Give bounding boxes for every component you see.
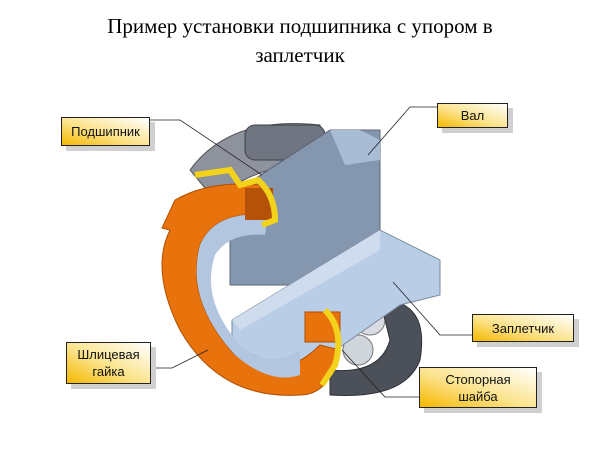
label-lock-washer: Стопорная шайба [419, 367, 537, 408]
nut-inner-bore [196, 214, 300, 378]
label-shoulder-text: Заплетчик [491, 320, 555, 336]
label-shaft: Вал [437, 103, 508, 128]
leader-nut [151, 349, 209, 369]
shaft-top-face [330, 130, 380, 165]
label-nut-line-1: Шлицевая [77, 347, 140, 362]
label-shaft-text: Вал [460, 108, 485, 123]
leader-washer [341, 349, 419, 398]
diagram-title: Пример установки подшипника с упором в з… [0, 12, 600, 70]
label-bearing: Подшипник [61, 117, 150, 146]
leader-bearing [150, 119, 263, 176]
leader-lines [150, 106, 472, 398]
label-nut-line-2: гайка [92, 364, 125, 379]
label-shoulder: Заплетчик [472, 314, 574, 342]
label-washer-line-1: Стопорная [445, 371, 511, 387]
label-splined-nut: Шлицевая гайка [66, 342, 151, 384]
leader-shaft [367, 106, 437, 156]
label-washer-line-2: шайба [458, 388, 498, 404]
lock-washer-bottom [319, 307, 342, 387]
shaft-collar-face [232, 230, 380, 330]
title-line-2: заплетчик [255, 43, 345, 67]
label-bearing-text: Подшипник [71, 124, 140, 139]
bearing-outer-ring-bottom [329, 299, 423, 397]
leader-shoulder [392, 281, 472, 336]
title-line-1: Пример установки подшипника с упором в [107, 14, 493, 38]
lock-washer-top [194, 166, 279, 228]
